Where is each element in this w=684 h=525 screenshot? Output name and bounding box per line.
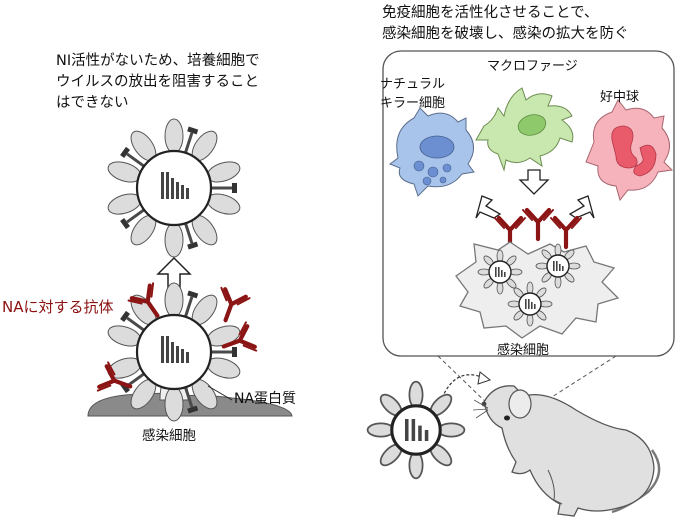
arrow-down-icon [518, 169, 550, 195]
nk-cell-label: ナチュラル キラー細胞 [380, 75, 445, 113]
left-caption-line-2: ウイルスの放出を阻害すること [56, 74, 259, 90]
antibody-icon [211, 288, 249, 326]
infected-cell-label: 感染細胞 [497, 343, 550, 358]
arrow-up-icon [156, 256, 192, 289]
left-caption: NI活性がないため、培養細胞で ウイルスの放出を阻害すること はできない [56, 51, 260, 114]
na-protein-label: NA蛋白質 [234, 391, 297, 407]
antibody-label: NAに対する抗体 [2, 298, 114, 316]
virus-icon [477, 249, 523, 295]
arrow-down-left-icon [568, 195, 595, 219]
released-virus-icon [104, 117, 244, 259]
host-cell-label: 感染細胞 [142, 428, 196, 444]
nk-cell-label-line-1: ナチュラル [380, 77, 446, 92]
virus-icon [535, 243, 581, 289]
nk-cell-label-line-2: キラー細胞 [380, 96, 446, 111]
neutrophil-label: 好中球 [600, 90, 640, 105]
right-caption-line-1: 免疫細胞を活性化させることで、 [382, 5, 599, 21]
arrow-down-right-icon [475, 195, 502, 219]
virus-icon [507, 281, 553, 327]
right-caption: 免疫細胞を活性化させることで、 感染細胞を破壊し、感染の拡大を防ぐ [382, 3, 629, 45]
left-caption-line-1: NI活性がないため、培養細胞で [56, 53, 260, 69]
left-caption-line-3: はできない [56, 95, 129, 111]
virus-icon [366, 380, 466, 480]
mouse-icon [472, 385, 661, 517]
right-caption-line-2: 感染細胞を破壊し、感染の拡大を防ぐ [382, 26, 629, 42]
macrophage-label: マクロファージ [487, 59, 578, 74]
